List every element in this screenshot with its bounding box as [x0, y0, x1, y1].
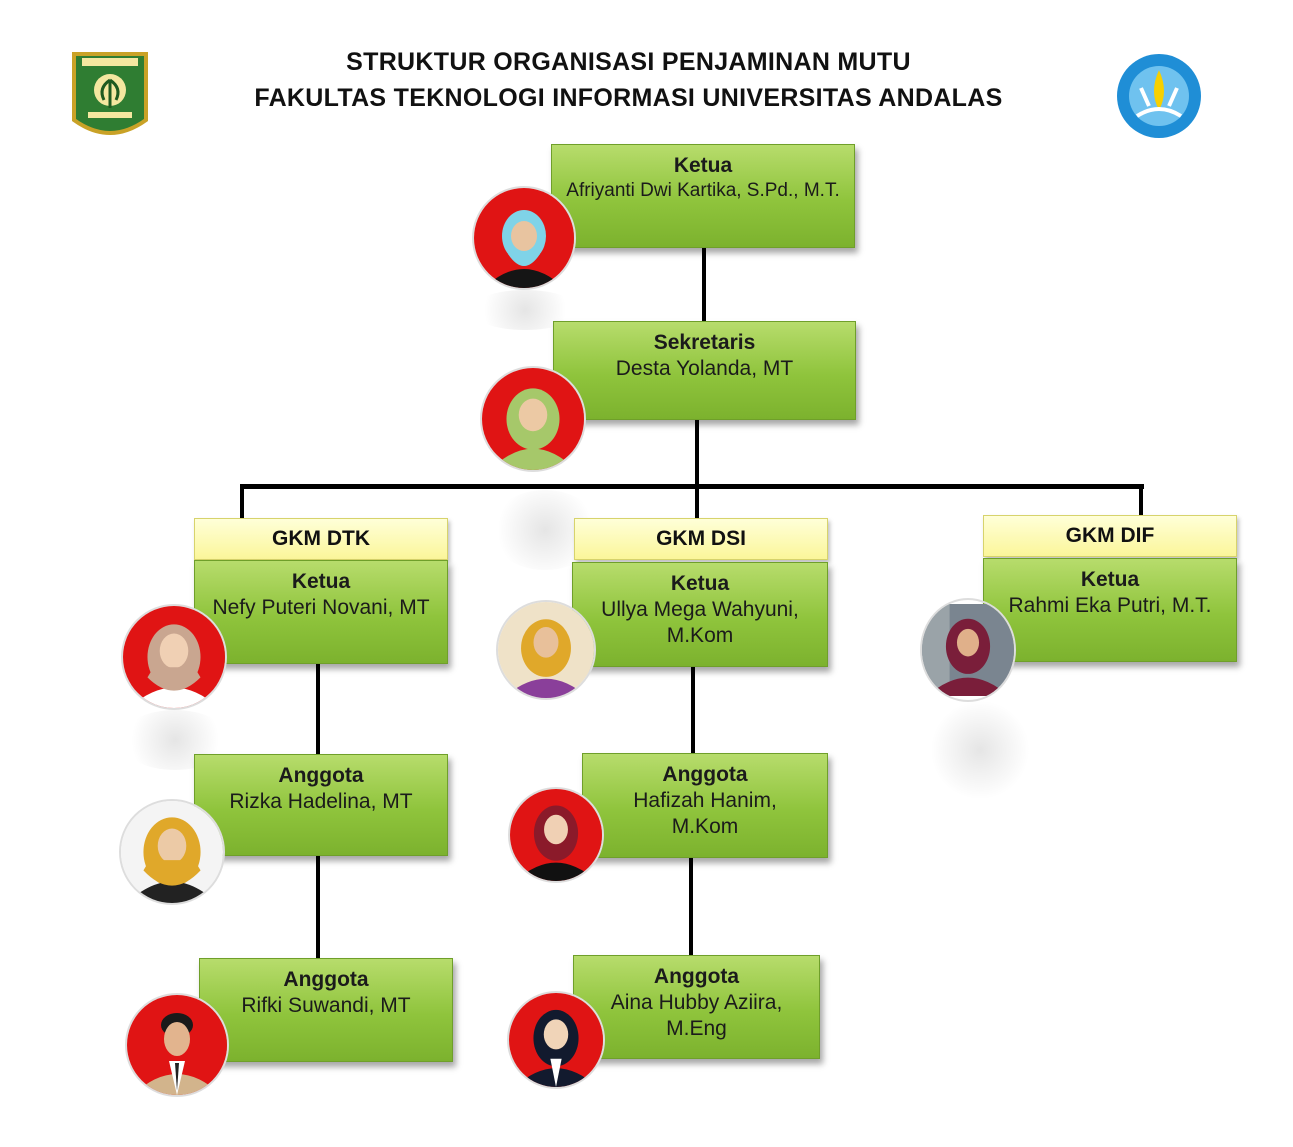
connector-horizontal-bus	[240, 484, 1144, 489]
gkm-dtk-member-2-name: Rifki Suwandi, MT	[241, 994, 411, 1017]
gkm-dif-ketua-photo	[920, 598, 1016, 702]
ketua-name: Afriyanti Dwi Kartika, S.Pd., M.T.	[566, 180, 840, 201]
gkm-dtk-member-2-photo	[125, 993, 229, 1097]
gkm-dif-ketua-role: Ketua	[1080, 568, 1140, 591]
gkm-dtk-header: GKM DTK	[194, 518, 448, 560]
gkm-dtk-member-1-photo	[119, 799, 225, 905]
gkm-dsi-member-1-name: Hafizah Hanim, M.Kom	[633, 789, 777, 838]
connector-dsi-member1-member2	[689, 858, 693, 956]
tut-wuri-handayani-logo	[1113, 52, 1205, 140]
gkm-dif-ketua-box: Ketua Rahmi Eka Putri, M.T.	[983, 558, 1237, 662]
university-logo	[68, 50, 152, 148]
gkm-dtk-ketua-name: Nefy Puteri Novani, MT	[212, 596, 430, 619]
sekretaris-name: Desta Yolanda, MT	[615, 357, 794, 380]
connector-dtk-ketua-member1	[316, 664, 320, 754]
gkm-dif-ketua-name: Rahmi Eka Putri, M.T.	[1008, 594, 1212, 617]
chart-title-line-2: FAKULTAS TEKNOLOGI INFORMASI UNIVERSITAS…	[254, 84, 1003, 112]
connector-dsi-ketua-member1	[691, 667, 695, 755]
gkm-dtk-ketua-photo	[121, 604, 227, 710]
ketua-box: Ketua Afriyanti Dwi Kartika, S.Pd., M.T.	[551, 144, 855, 248]
ketua-role: Ketua	[673, 154, 733, 177]
gkm-dsi-member-2-role: Anggota	[653, 965, 740, 988]
gkm-dtk-ketua-box: Ketua Nefy Puteri Novani, MT	[194, 560, 448, 664]
gkm-dsi-ketua-role: Ketua	[670, 572, 730, 595]
gkm-dsi-member-2-photo	[507, 991, 605, 1089]
gkm-dsi-member-2-box: Anggota Aina Hubby Aziira, M.Eng	[573, 955, 820, 1059]
gkm-dif-header: GKM DIF	[983, 515, 1237, 557]
gkm-dsi-member-1-box: Anggota Hafizah Hanim, M.Kom	[582, 753, 828, 858]
gkm-dtk-member-1-box: Anggota Rizka Hadelina, MT	[194, 754, 448, 856]
connector-to-gkm-dif	[1139, 484, 1143, 516]
gkm-dsi-member-1-role: Anggota	[662, 763, 748, 786]
gkm-dsi-ketua-name: Ullya Mega Wahyuni, M.Kom	[601, 598, 799, 647]
gkm-dtk-member-1-name: Rizka Hadelina, MT	[229, 790, 413, 813]
connector-ketua-sekretaris	[702, 248, 706, 322]
chart-title-line-1: STRUKTUR ORGANISASI PENJAMINAN MUTU	[346, 48, 911, 76]
sekretaris-role: Sekretaris	[653, 331, 756, 354]
shadow-blob	[930, 700, 1030, 800]
ketua-photo	[472, 186, 576, 290]
connector-to-gkm-dtk	[240, 484, 244, 520]
gkm-dtk-member-1-role: Anggota	[278, 764, 364, 787]
gkm-dsi-ketua-box: Ketua Ullya Mega Wahyuni, M.Kom	[572, 562, 828, 667]
connector-sekretaris-down	[695, 420, 699, 520]
connector-dtk-member1-member2	[316, 856, 320, 958]
gkm-dtk-ketua-role: Ketua	[291, 570, 351, 593]
gkm-dsi-member-2-name: Aina Hubby Aziira, M.Eng	[610, 991, 783, 1040]
gkm-dsi-ketua-photo	[496, 600, 596, 700]
gkm-dsi-member-1-photo	[508, 787, 604, 883]
gkm-dtk-member-2-box: Anggota Rifki Suwandi, MT	[199, 958, 453, 1062]
sekretaris-photo	[480, 366, 586, 472]
gkm-dsi-header: GKM DSI	[574, 518, 828, 560]
gkm-dtk-member-2-role: Anggota	[283, 968, 369, 991]
sekretaris-box: Sekretaris Desta Yolanda, MT	[553, 321, 856, 420]
